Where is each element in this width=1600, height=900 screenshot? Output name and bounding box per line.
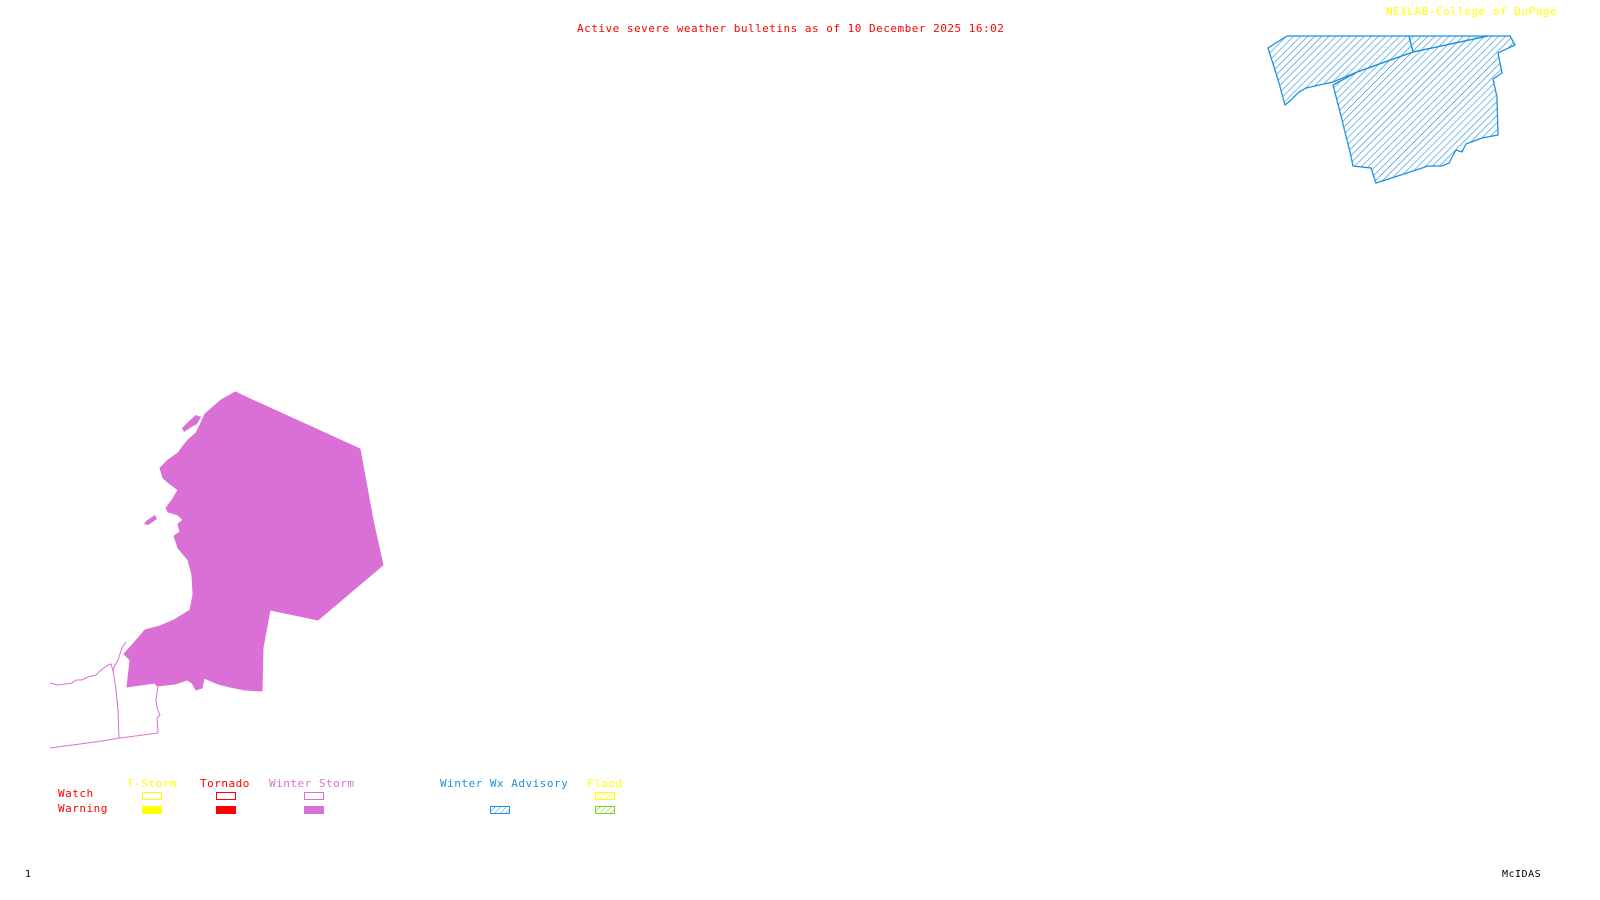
- winter-storm-warning-area: [123, 391, 384, 692]
- credit-label: NEXLAB-College of DuPage: [1386, 5, 1557, 18]
- legend-row-warning: Warning: [58, 802, 108, 815]
- legend-winter-storm-label: Winter Storm: [269, 777, 355, 790]
- legend-tornado-warning-swatch: [216, 806, 236, 814]
- legend-tornado-watch-swatch: [216, 792, 236, 800]
- warning-polygon-main: [123, 391, 384, 692]
- watch-outline-south: [49, 685, 161, 749]
- legend-row-watch: Watch: [58, 787, 94, 800]
- legend-flood-label: Flood: [587, 777, 623, 790]
- winter-storm-watch-area: [49, 641, 161, 749]
- legend-tstorm-watch-swatch: [142, 792, 162, 800]
- legend-winter-storm-watch-swatch: [304, 792, 324, 800]
- legend-tstorm-warning-swatch: [142, 806, 162, 814]
- watch-outline-west: [49, 641, 127, 686]
- watch-outline-divider: [112, 669, 120, 739]
- legend-winter-storm-warning-swatch: [304, 806, 324, 814]
- frame-number: 1: [25, 869, 32, 880]
- legend-winter-wx-advisory-label: Winter Wx Advisory: [440, 777, 569, 790]
- advisory-polygon-east: [1332, 35, 1516, 184]
- legend-flood-watch-swatch: [595, 792, 615, 800]
- legend-winter-wx-advisory-swatch: [490, 806, 510, 814]
- winter-wx-advisory-area: [1267, 35, 1516, 184]
- warning-island-2: [182, 415, 201, 432]
- legend-tstorm-label: T-Storm: [127, 777, 177, 790]
- warning-island-1: [144, 515, 157, 525]
- legend-tornado-label: Tornado: [200, 777, 250, 790]
- legend-flood-warning-swatch: [595, 806, 615, 814]
- page-title: Active severe weather bulletins as of 10…: [577, 22, 1005, 35]
- software-label: McIDAS: [1502, 869, 1542, 880]
